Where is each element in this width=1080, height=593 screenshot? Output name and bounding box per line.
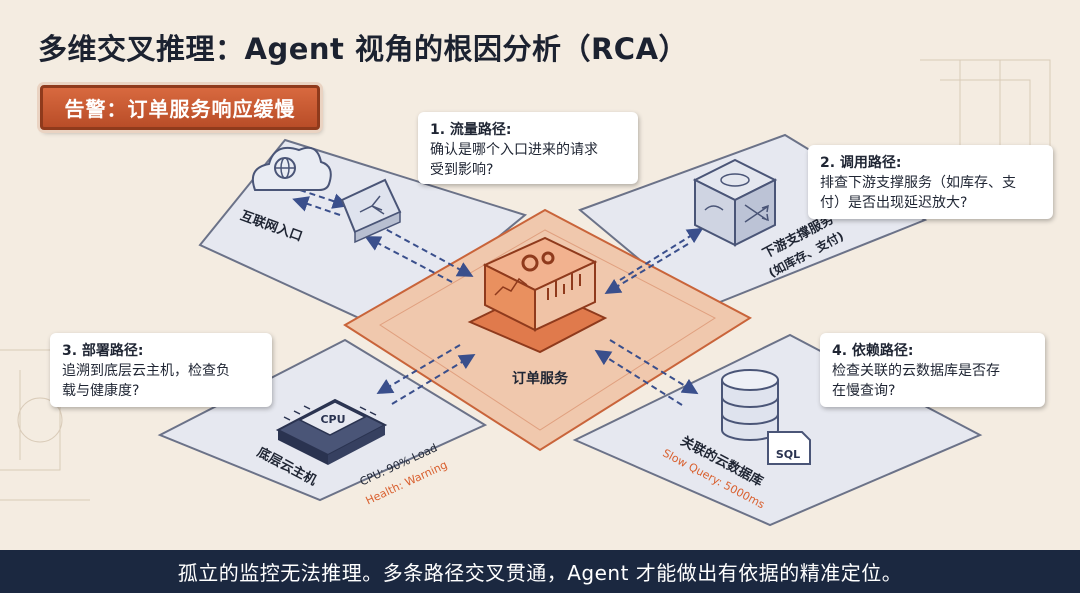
page-title: 多维交叉推理：Agent 视角的根因分析（RCA） xyxy=(38,32,689,66)
sql-badge: SQL xyxy=(776,448,800,461)
cpu-chip-label: CPU xyxy=(320,413,345,426)
callout-title: 3. 部署路径: xyxy=(62,343,144,359)
center-label: 订单服务 xyxy=(512,370,569,387)
callout-line: 检查关联的云数据库是否存 xyxy=(832,363,1000,379)
connection-arrows xyxy=(292,189,704,406)
database-icon xyxy=(721,369,779,441)
callout-line: 在慢查询? xyxy=(832,383,896,399)
callout-line: 排查下游支撑服务（如库存、支 xyxy=(820,175,1016,191)
callout-line: 受到影响? xyxy=(430,162,494,178)
callout-line: 追溯到底层云主机，检查负 xyxy=(62,363,230,379)
callout-title: 4. 依赖路径: xyxy=(832,343,914,359)
footer-text: 孤立的监控无法推理。多条路径交叉贯通，Agent 才能做出有依据的精准定位。 xyxy=(177,561,903,585)
callout-deploy-path: 3. 部署路径: 追溯到底层云主机，检查负 载与健康度? xyxy=(50,333,272,407)
order-service-server xyxy=(467,236,608,354)
callout-title: 1. 流量路径: xyxy=(430,122,512,138)
callout-line: 确认是哪个入口进来的请求 xyxy=(430,142,598,158)
callout-dependency-path: 4. 依赖路径: 检查关联的云数据库是否存 在慢查询? xyxy=(820,333,1045,407)
callout-line: 载与健康度? xyxy=(62,383,140,399)
footer-banner: 孤立的监控无法推理。多条路径交叉贯通，Agent 才能做出有依据的精准定位。 xyxy=(0,550,1080,593)
callout-traffic-path: 1. 流量路径: 确认是哪个入口进来的请求 受到影响? xyxy=(418,112,638,184)
alert-banner: 告警：订单服务响应缓慢 xyxy=(40,85,320,130)
alert-label: 告警：订单服务响应缓慢 xyxy=(64,97,296,121)
callout-title: 2. 调用路径: xyxy=(820,155,902,171)
background-sketch xyxy=(0,59,1051,501)
cloud-globe-icon xyxy=(251,146,332,191)
sql-file-icon: SQL xyxy=(767,431,811,465)
cpu-chip-icon: CPU xyxy=(275,398,388,465)
callout-line: 付）是否出现延迟放大? xyxy=(820,195,968,211)
shuffle-icon xyxy=(692,158,778,247)
callout-call-path: 2. 调用路径: 排查下游支撑服务（如库存、支 付）是否出现延迟放大? xyxy=(808,145,1053,219)
router-icon xyxy=(340,178,402,244)
gears-icon xyxy=(521,251,555,272)
